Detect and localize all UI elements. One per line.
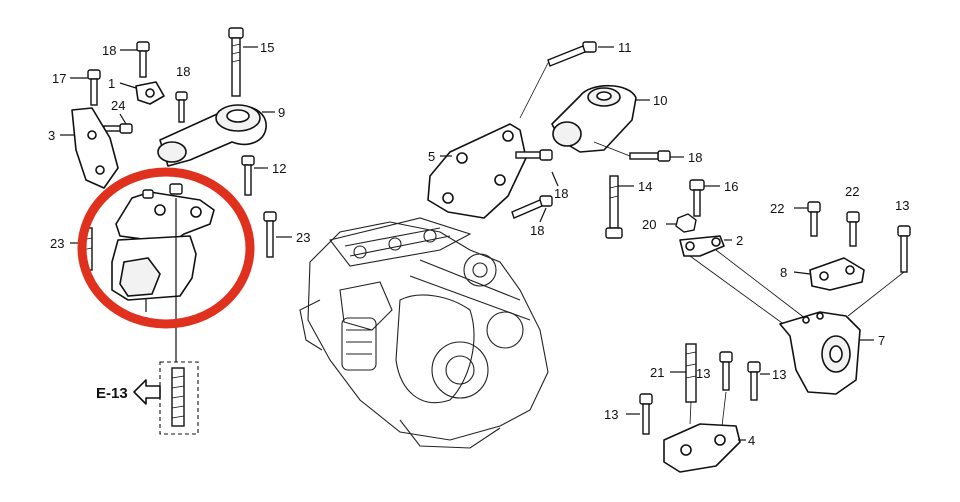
bolt-18-e	[511, 195, 553, 223]
callout-14: 14	[638, 179, 652, 194]
bolt-13-a	[897, 225, 911, 273]
part-1-bracket	[119, 81, 165, 105]
callout-18-a: 18	[102, 43, 116, 58]
callout-12: 12	[272, 161, 286, 176]
reference-arrow-icon	[133, 379, 161, 405]
callout-24: 24	[111, 98, 125, 113]
bolt-17	[70, 69, 101, 106]
part-5-bracket	[427, 123, 527, 219]
bolt-18-a	[120, 41, 150, 78]
bolt-24	[103, 113, 133, 134]
stud-bolt	[171, 367, 185, 427]
callout-2: 2	[736, 233, 743, 248]
callout-8: 8	[780, 265, 787, 280]
callout-13-b: 13	[696, 366, 710, 381]
part-8-bracket	[793, 257, 905, 317]
callout-22-b: 22	[845, 184, 859, 199]
bolt-18-c	[593, 141, 684, 162]
callout-5: 5	[428, 149, 435, 164]
callout-18-c: 18	[688, 150, 702, 165]
bolt-16	[689, 179, 720, 217]
bolt-22-a	[794, 201, 821, 237]
reference-label[interactable]: E-13	[96, 385, 128, 402]
bolt-14	[605, 175, 634, 239]
stud-21	[670, 343, 697, 403]
callout-13-d: 13	[604, 407, 618, 422]
part-4-lower-bracket	[663, 391, 746, 473]
callout-9: 9	[278, 105, 285, 120]
callout-11: 11	[618, 40, 632, 55]
bolt-15	[228, 27, 258, 97]
part-7-transmission-mount	[779, 311, 874, 395]
callout-18-d: 18	[554, 186, 568, 201]
callout-22-a: 22	[770, 201, 784, 216]
bolt-12	[241, 155, 268, 196]
bolt-13-c	[747, 361, 770, 401]
callout-3: 3	[48, 128, 55, 143]
bolt-18-d	[515, 149, 559, 187]
part-9-torque-rod	[157, 104, 275, 167]
engine-assembly	[299, 217, 549, 449]
bolt-13-d	[626, 393, 653, 435]
callout-21: 21	[650, 365, 664, 380]
callout-20: 20	[642, 217, 656, 232]
callout-18-b: 18	[176, 64, 190, 79]
callout-16: 16	[724, 179, 738, 194]
callout-7: 7	[878, 333, 885, 348]
bolt-23-a	[263, 211, 292, 258]
callout-13-a: 13	[895, 198, 909, 213]
highlight-circle	[77, 167, 255, 329]
bolt-13-b	[719, 351, 733, 391]
callout-15: 15	[260, 40, 274, 55]
part-3-side-bracket	[60, 107, 119, 189]
part-6-engine-mount	[111, 183, 215, 362]
nut-20	[666, 213, 697, 233]
callout-13-c: 13	[772, 367, 786, 382]
bolt-22-b	[846, 211, 860, 247]
callout-10: 10	[653, 93, 667, 108]
bolt-18-b	[175, 91, 188, 123]
callout-17: 17	[52, 71, 66, 86]
callout-23-b: 23	[50, 236, 64, 251]
bolt-11	[519, 41, 614, 119]
callout-23-a: 23	[296, 230, 310, 245]
callout-4: 4	[748, 433, 755, 448]
callout-18-e: 18	[530, 223, 544, 238]
callout-1: 1	[108, 76, 115, 91]
part-2-bracket	[679, 235, 811, 337]
part-10-upper-mount	[551, 85, 650, 153]
